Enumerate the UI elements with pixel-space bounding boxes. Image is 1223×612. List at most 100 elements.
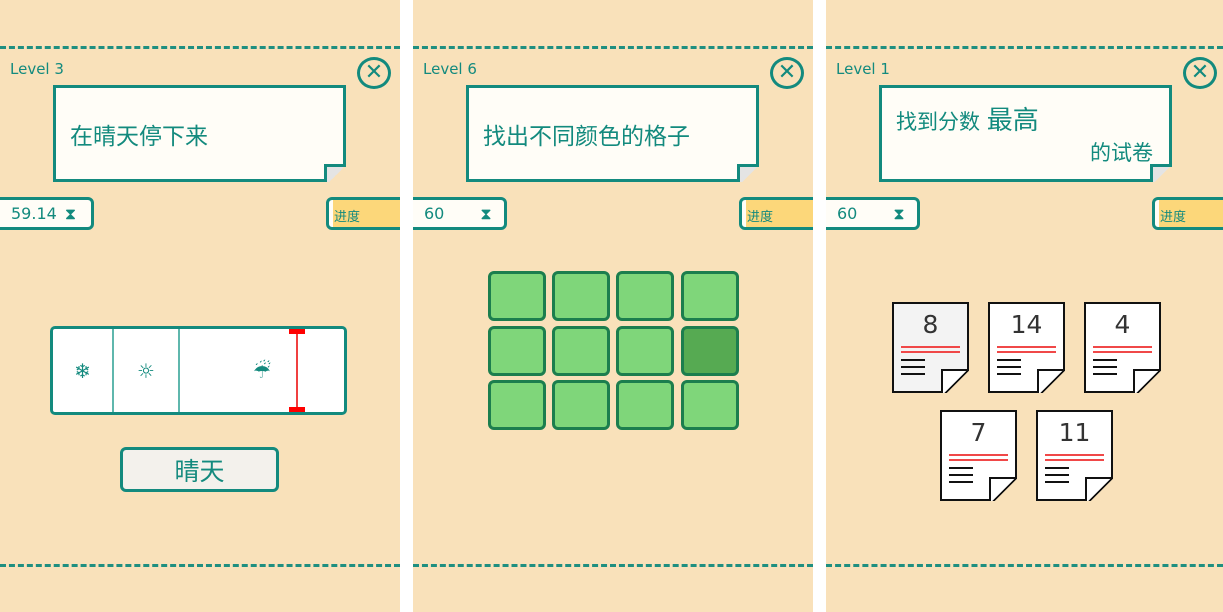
page-curl-icon [989,477,1017,501]
red-line [901,351,960,353]
bottom-divider [826,564,1223,567]
red-line [1093,346,1152,348]
top-divider [413,46,813,49]
instruction-card: 找到分数 最高 的试卷 [879,85,1172,182]
text-line [1093,359,1117,361]
grid-cell[interactable] [488,380,546,430]
text-line [901,373,925,375]
red-line [901,346,960,348]
grid-cell[interactable] [552,326,610,376]
hourglass-icon: ⧗ [64,203,77,223]
progress-fill [746,200,813,227]
weather-slider[interactable]: ❄ ☼ ☔ [50,326,347,415]
progress-fill [333,200,400,227]
red-line [949,459,1008,461]
grid-cell[interactable] [488,326,546,376]
text-line [949,474,973,476]
paper-score: 14 [1010,310,1043,339]
grid-cell[interactable] [552,271,610,321]
instruction-emphasis: 最高 [986,106,1039,136]
instruction-card: 在晴天停下来 [53,85,346,182]
timer-value: 60 [424,204,445,223]
close-icon: ✕ [777,60,797,85]
exam-paper[interactable]: 11 [1036,410,1113,501]
grid-cell[interactable] [616,271,674,321]
timer: 60 ⧗ [413,197,507,230]
exam-paper[interactable]: 4 [1084,302,1161,393]
text-line [1093,373,1117,375]
text-line [1045,481,1069,483]
text-line [901,366,925,368]
page-curl-icon [1037,369,1065,393]
rain-cloud-icon: ☔ [253,358,271,383]
paper-score: 11 [1058,418,1091,447]
text-line [1093,366,1117,368]
slider-indicator[interactable] [289,329,305,412]
level-1-panel: Level 1 ✕ 找到分数 最高 的试卷 60 ⧗ 进度 8 14 4 7 11 [826,0,1223,612]
progress-label: 进度 [334,210,361,225]
answer-button[interactable]: 晴天 [120,447,279,492]
level-label: Level 1 [836,60,890,78]
exam-paper[interactable]: 7 [940,410,1017,501]
close-icon: ✕ [1190,60,1210,85]
exam-paper[interactable]: 14 [988,302,1065,393]
page-fold-icon [324,164,346,182]
instruction-text: 找到分数 [896,110,980,134]
timer-value: 60 [837,204,858,223]
page-curl-icon [941,369,969,393]
grid-cell[interactable] [488,271,546,321]
red-line [1045,459,1104,461]
level-3-panel: Level 3 ✕ 在晴天停下来 59.14⧗ 进度 ❄ ☼ ☔ 晴天 [0,0,400,612]
page-fold-icon [737,164,759,182]
sun-segment: ☼ [114,329,180,412]
bottom-divider [413,564,813,567]
progress-bar: 进度 [1152,197,1223,230]
snow-segment: ❄ [53,329,114,412]
instruction-text: 在晴天停下来 [70,123,208,150]
text-line [1045,474,1069,476]
hourglass-icon: ⧗ [480,203,492,223]
instruction-text-line2: 的试卷 [1090,141,1153,165]
paper-score: 8 [922,310,939,339]
page-fold-icon [1150,164,1172,182]
red-line [997,346,1056,348]
rain-segment: ☔ [180,329,344,412]
progress-bar: 进度 [326,197,400,230]
text-line [1045,467,1069,469]
text-line [949,481,973,483]
instruction-card: 找出不同颜色的格子 [466,85,759,182]
timer: 59.14 ⧗ [0,197,94,230]
page-curl-icon [1085,477,1113,501]
top-divider [826,46,1223,49]
grid-cell-odd[interactable] [681,326,739,376]
paper-score: 4 [1114,310,1131,339]
timer: 60 ⧗ [826,197,920,230]
grid-cell[interactable] [681,271,739,321]
timer-value: 59.14 [11,204,57,223]
red-line [949,454,1008,456]
red-line [1045,454,1104,456]
close-button[interactable]: ✕ [770,57,804,89]
level-6-panel: Level 6 ✕ 找出不同颜色的格子 60 ⧗ 进度 [413,0,813,612]
level-label: Level 6 [423,60,477,78]
bottom-divider [0,564,400,567]
progress-label: 进度 [747,210,774,225]
close-button[interactable]: ✕ [1183,57,1217,89]
progress-fill [1159,200,1223,227]
snowflake-icon: ❄ [74,358,91,383]
text-line [901,359,925,361]
text-line [997,373,1021,375]
sun-icon: ☼ [137,358,155,383]
page-curl-icon [1133,369,1161,393]
close-button[interactable]: ✕ [357,57,391,89]
red-line [1093,351,1152,353]
text-line [997,366,1021,368]
exam-paper[interactable]: 8 [892,302,969,393]
grid-cell[interactable] [552,380,610,430]
grid-cell[interactable] [616,380,674,430]
grid-cell[interactable] [681,380,739,430]
grid-cell[interactable] [616,326,674,376]
hourglass-icon: ⧗ [893,203,905,223]
top-divider [0,46,400,49]
paper-score: 7 [970,418,987,447]
